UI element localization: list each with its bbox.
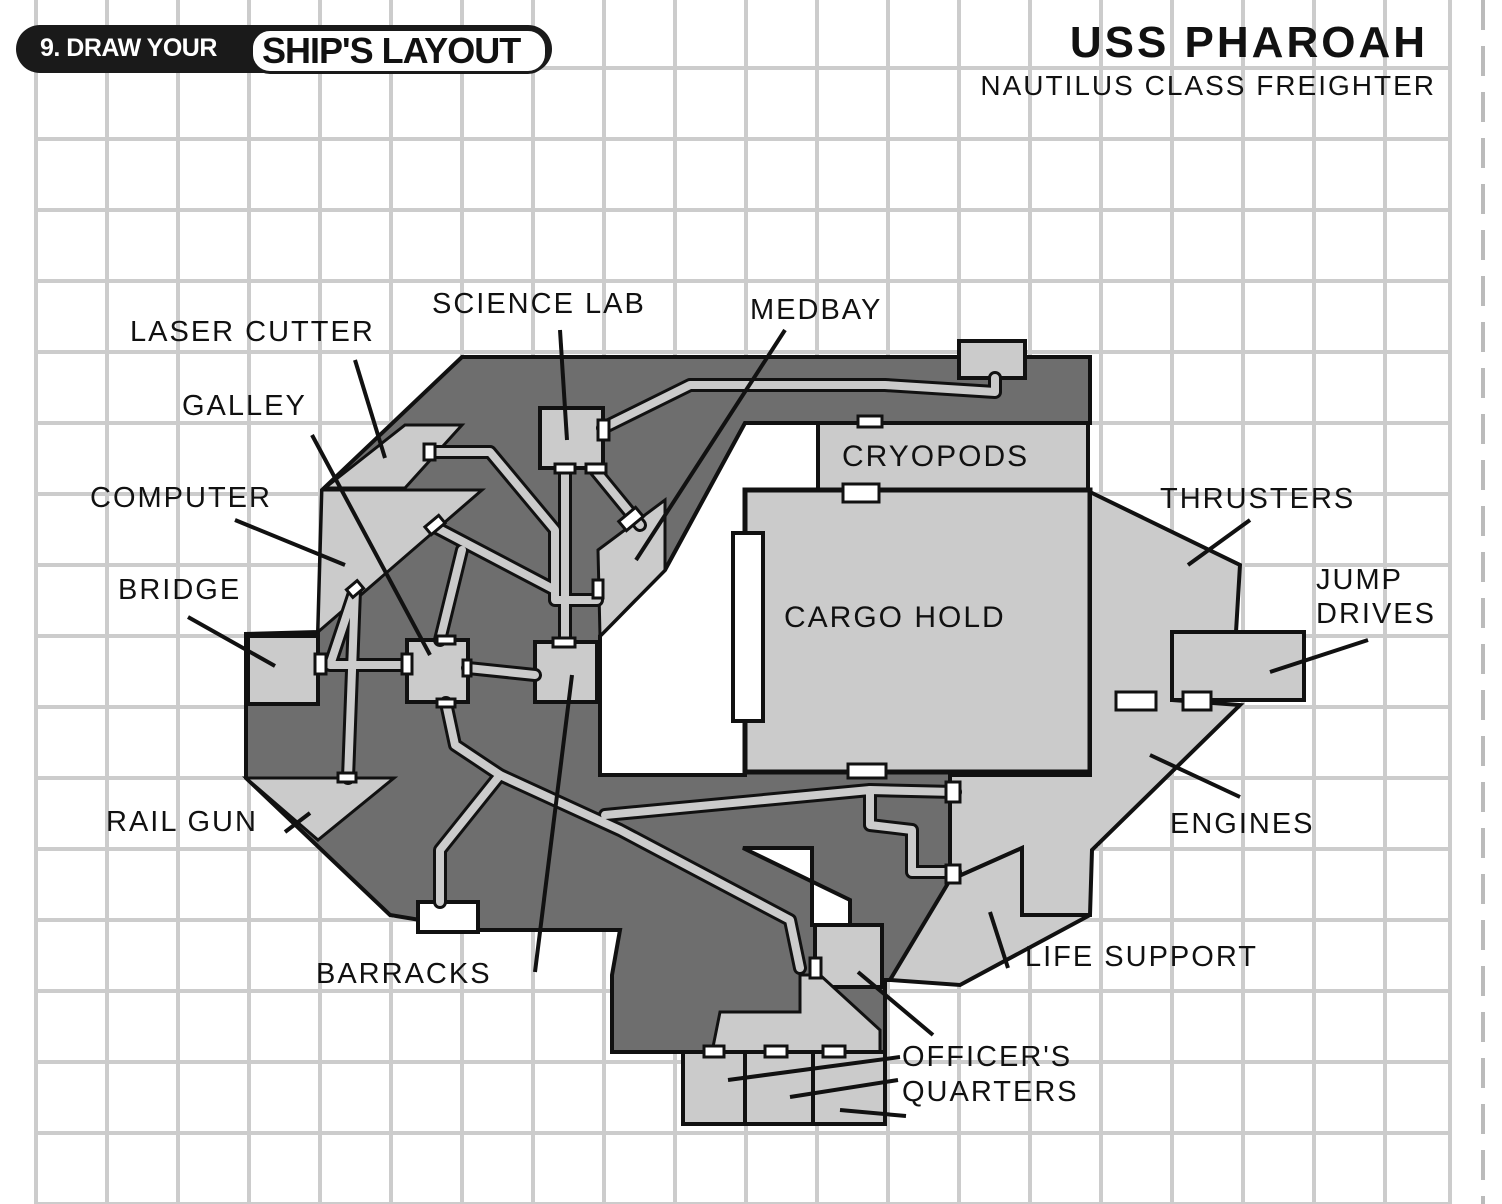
medbay-label: MEDBAY <box>750 294 883 326</box>
computer-label: COMPUTER <box>90 482 272 514</box>
step-title: SHIP'S LAYOUT <box>262 30 521 71</box>
ship-class: NAUTILUS CLASS FREIGHTER <box>980 70 1436 101</box>
galley-room <box>405 638 470 704</box>
ship-name: USS PHAROAH <box>1069 18 1428 67</box>
step-number: 9. DRAW YOUR <box>40 34 217 62</box>
cargo-hold-label: CARGO HOLD <box>784 601 1006 634</box>
laser-cutter-label: LASER CUTTER <box>130 316 375 348</box>
jump-drives-label-line1: JUMP <box>1316 564 1403 596</box>
barracks-room <box>533 640 599 704</box>
jump-drives-label-line2: DRIVES <box>1316 598 1436 630</box>
science-lab-room <box>538 406 605 470</box>
galley-label: GALLEY <box>182 390 307 422</box>
officers-quarters-label-line1: OFFICER'S <box>902 1041 1073 1073</box>
bridge-label: BRIDGE <box>118 574 242 606</box>
doors <box>313 414 1213 1059</box>
step-title-box <box>250 28 548 74</box>
science-lab-label: SCIENCE LAB <box>432 288 646 320</box>
officers-quarters-1 <box>681 1050 747 1126</box>
rail-gun-label: RAIL GUN <box>106 806 258 838</box>
rail-gun-room <box>241 776 399 842</box>
officers-quarters-2 <box>743 1050 815 1126</box>
barracks-label: BARRACKS <box>316 958 492 990</box>
barracks-hatch <box>416 900 480 934</box>
cryopods-room <box>816 421 1090 492</box>
thrusters-label: THRUSTERS <box>1160 483 1356 515</box>
life-support-label: LIFE SUPPORT <box>1025 941 1258 973</box>
engines-label: ENGINES <box>1170 808 1315 840</box>
officers-quarters-hall <box>813 923 884 989</box>
cryopods-label: CRYOPODS <box>842 440 1030 473</box>
corridors <box>323 371 1002 975</box>
bridge-room <box>246 634 320 706</box>
cargo-bay-door <box>731 531 765 723</box>
laser-cutter-room <box>320 423 466 490</box>
cargo-hold-room <box>742 487 1093 775</box>
leader-lines <box>187 328 1369 1118</box>
officers-quarters-label-line2: QUARTERS <box>902 1076 1079 1108</box>
